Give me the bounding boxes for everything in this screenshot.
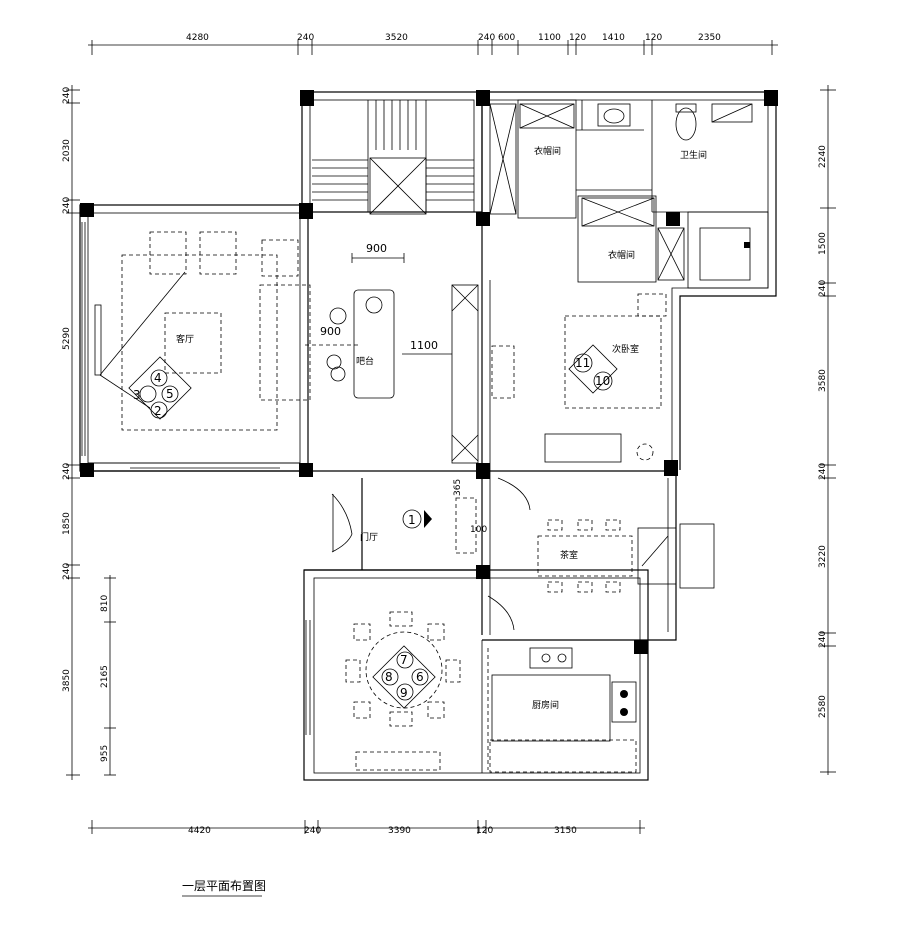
kitchen-fixtures: [487, 647, 637, 773]
dim-bar-width: 900: [366, 242, 387, 255]
wardrobes: [489, 103, 685, 281]
dim-top-5: 600: [498, 33, 515, 43]
room-label-bar: 吧台: [356, 355, 374, 367]
dim-bottom-4: 120: [476, 826, 493, 836]
dim-bottom-1: 4420: [188, 826, 211, 836]
dim-top-2: 240: [297, 33, 314, 43]
dim-bar-gap: 900: [320, 325, 341, 338]
dim-left-5: 240: [62, 463, 72, 480]
marker-3: 3: [133, 388, 141, 402]
dim-bottom-5: 3150: [554, 826, 577, 836]
bathroom-fixtures: [597, 103, 753, 281]
marker-4: 4: [154, 371, 162, 385]
dim-top-8: 1410: [602, 33, 625, 43]
room-label-second-bedroom: 次卧室: [612, 343, 639, 355]
marker-2: 2: [154, 404, 162, 418]
marker-8: 8: [385, 670, 393, 684]
dim-bottom-3: 3390: [388, 826, 411, 836]
dim-right-8: 2580: [818, 695, 828, 718]
marker-11: 11: [575, 356, 590, 370]
dim-top-3: 3520: [385, 33, 408, 43]
room-label-cloak-2: 衣帽间: [608, 249, 635, 261]
bar-counter: 900 900 1100: [320, 242, 479, 464]
dim-entry-365: 365: [453, 479, 463, 496]
room-label-living: 客厅: [176, 333, 194, 345]
drawing-title: 一层平面布置图: [182, 879, 266, 893]
dim-top-1: 4280: [186, 33, 209, 43]
room-label-tea: 茶室: [560, 549, 578, 561]
dim-left-6: 1850: [62, 512, 72, 535]
marker-5: 5: [166, 387, 174, 401]
dim-left-8: 3850: [62, 669, 72, 692]
columns: [80, 90, 778, 654]
marker-6: 6: [416, 670, 424, 684]
bottom-dimension-chain: 4420 240 3390 120 3150: [88, 820, 645, 836]
dim-right-1: 2240: [818, 145, 828, 168]
marker-9: 9: [400, 686, 408, 700]
dim-left-3: 240: [62, 197, 72, 214]
dim-bar-aisle: 1100: [410, 339, 438, 352]
marker-10: 10: [595, 374, 610, 388]
dim-left-inner-3: 955: [100, 745, 110, 762]
marker-7: 7: [400, 653, 408, 667]
dim-right-3: 240: [818, 280, 828, 297]
staircase: [312, 100, 474, 215]
dim-left-2: 2030: [62, 139, 72, 162]
room-label-kitchen: 厨房间: [532, 699, 559, 711]
left-outer-dimension-chain: 240 2030 240 5290 240 1850 240 3850: [62, 85, 80, 780]
dim-left-1: 240: [62, 87, 72, 104]
dim-left-7: 240: [62, 563, 72, 580]
left-inner-dimension-chain: 810 2165 955: [100, 575, 116, 776]
dim-top-10: 2350: [698, 33, 721, 43]
tea-room-furniture: [487, 519, 715, 631]
right-dimension-chain: 2240 1500 240 3580 240 3220 240 2580: [818, 85, 836, 775]
dim-top-6: 1100: [538, 33, 561, 43]
dim-right-7: 240: [818, 631, 828, 648]
dim-left-inner-1: 810: [100, 595, 110, 612]
room-label-cloak-1: 衣帽间: [534, 145, 561, 157]
dim-top-7: 120: [569, 33, 586, 43]
bedroom-furniture: [491, 293, 667, 463]
dim-right-5: 240: [818, 463, 828, 480]
dim-top-9: 120: [645, 33, 662, 43]
walls: [79, 91, 777, 781]
room-label-entry: 门厅: [360, 531, 378, 543]
dim-right-4: 3580: [818, 369, 828, 392]
dim-left-inner-2: 2165: [100, 665, 110, 688]
dim-bottom-2: 240: [304, 826, 321, 836]
dim-right-6: 3220: [818, 545, 828, 568]
room-labels: 客厅 吧台 衣帽间 卫生间 衣帽间 次卧室 门厅 茶室 厨房间: [176, 145, 707, 711]
room-label-bath: 卫生间: [680, 149, 707, 161]
dim-left-4: 5290: [62, 327, 72, 350]
dim-entry-100: 100: [470, 525, 487, 535]
top-dimension-chain: 4280 240 3520 240 600 1100 120 1410 120 …: [88, 33, 778, 55]
living-room-furniture: [94, 231, 360, 431]
dim-right-2: 1500: [818, 232, 828, 255]
entry-hall-fixtures: [331, 477, 531, 554]
index-markers: 4 3 5 2 1 7 8 6 9 11 10: [128, 344, 618, 709]
dim-top-4: 240: [478, 33, 495, 43]
marker-1: 1: [408, 513, 416, 527]
